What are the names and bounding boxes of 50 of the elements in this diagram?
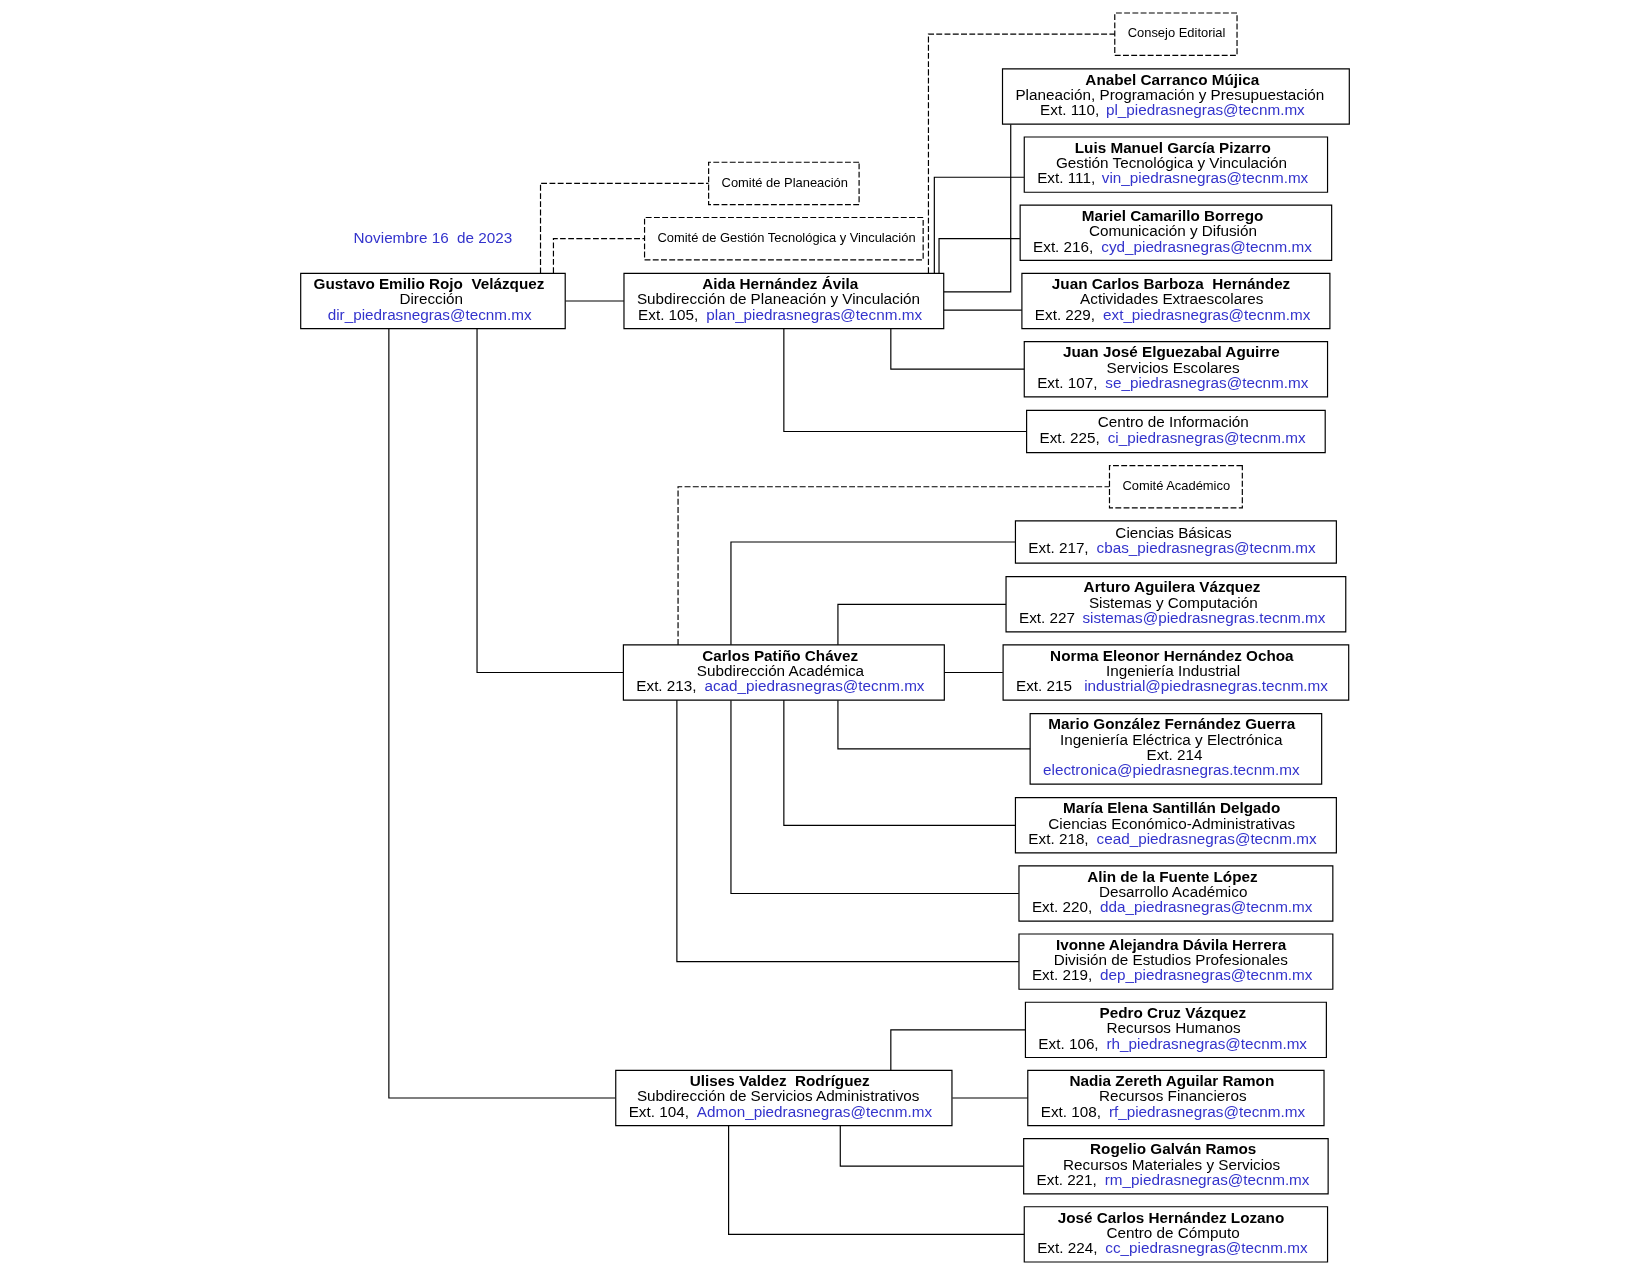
connector (565, 300, 625, 302)
node-box: Aida Hernández Ávila Subdirección de Planeación y Vinculación Ext. 105, plan_piedrasnegras@tecnm.mx (623, 272, 945, 330)
connector (943, 309, 1023, 311)
connector (839, 1125, 1024, 1167)
connector (890, 1029, 1026, 1071)
node-box: Anabel Carranco Mújica Planeación, Programación y Presupuestación Ext. 110, pl_piedrasnegras@tecnm.mx (1001, 68, 1350, 125)
node-box: Luis Manuel García Pizarro Gestión Tecnológica y Vinculación Ext. 111, vin_piedrasnegras@tecnm.mx (1023, 136, 1329, 193)
connector (890, 328, 1025, 370)
node-box: Centro de Información Ext. 225, ci_piedrasnegras@tecnm.mx (1026, 409, 1326, 454)
node-box: José Carlos Hernández Lozano Centro de Cómputo Ext. 224, cc_piedrasnegras@tecnm.mx (1023, 1206, 1329, 1263)
connector (783, 328, 1028, 433)
node-box: Comité de Gestión Tecnológica y Vinculación (643, 216, 924, 261)
connector (938, 238, 1021, 274)
node-box: Juan Carlos Barboza Hernández Actividades Extraescolares Ext. 229, ext_piedrasnegras@tecnm.mx (1021, 272, 1331, 330)
connector (943, 123, 1012, 293)
node-box: Pedro Cruz Vázquez Recursos Humanos Ext. 106, rh_piedrasnegras@tecnm.mx (1024, 1001, 1327, 1059)
node-box: Rogelio Galván Ramos Recursos Materiales y Servicios Ext. 221, rm_piedrasnegras@tecnm.mx (1023, 1138, 1329, 1195)
node-box: Juan José Elguezabal Aguirre Servicios Escolares Ext. 107, se_piedrasnegras@tecnm.mx (1023, 340, 1329, 398)
node-box: Alin de la Fuente López Desarrollo Académico Ext. 220, dda_piedrasnegras@tecnm.mx (1018, 865, 1334, 922)
node-box: Gustavo Emilio Rojo Velázquez Dirección dir_piedrasnegras@tecnm.mx (300, 272, 566, 330)
node-box: Ulises Valdez Rodríguez Subdirección de Servicios Administrativos Ext. 104, Admon_piedrasnegras@tecnm.mx (615, 1069, 953, 1127)
node-box: Norma Eleonor Hernández Ochoa Ingeniería Industrial Ext. 215 industrial@piedrasnegras.tecnm.mx (1002, 644, 1350, 701)
node-box: Mariel Camarillo Borrego Comunicación y Difusión Ext. 216, cyd_piedrasnegras@tecnm.mx (1019, 204, 1333, 262)
node-box: Carlos Patiño Chávez Subdirección Académica Ext. 213, acad_piedrasnegras@tecnm.mx (622, 644, 945, 701)
node-box: Comité Académico (1108, 465, 1243, 509)
connector (677, 486, 1110, 646)
connector (730, 699, 1020, 895)
label: Noviembre 16 de 2023 (353, 228, 513, 246)
connector (388, 328, 616, 1099)
connector (837, 603, 1007, 646)
connector (728, 1125, 1025, 1235)
node-box: Arturo Aguilera Vázquez Sistemas y Computación Ext. 227 sistemas@piedrasnegras.tecnm.mx (1005, 576, 1347, 633)
node-box: Ciencias Básicas Ext. 217, cbas_piedrasnegras@tecnm.mx (1014, 520, 1337, 564)
node-box: Mario González Fernández Guerra Ingeniería Eléctrica y Electrónica Ext. 214 electronica@piedrasnegras.tecnm.mx (1029, 713, 1323, 785)
node-box: Nadia Zereth Aguilar Ramon Recursos Financieros Ext. 108, rf_piedrasnegras@tecnm.mx (1027, 1069, 1325, 1127)
connector (676, 699, 1020, 963)
connector (943, 671, 1004, 674)
connector (951, 1097, 1029, 1099)
node-box: Ivonne Alejandra Dávila Herrera División de Estudios Profesionales Ext. 219, dep_piedrasnegras@tecnm.mx (1018, 933, 1334, 990)
connector (927, 33, 1116, 274)
connector (783, 699, 1016, 826)
connector (552, 238, 646, 274)
connector (933, 176, 1025, 274)
connector (539, 182, 710, 274)
connector (837, 699, 1031, 750)
connector (730, 541, 1016, 646)
node-box: María Elena Santillán Delgado Ciencias Económico-Administrativas Ext. 218, cead_piedrasnegras@tecnm.mx (1014, 797, 1337, 854)
node-box: Consejo Editorial (1114, 12, 1238, 56)
node-box: Comité de Planeación (708, 161, 860, 206)
connector (476, 328, 624, 674)
